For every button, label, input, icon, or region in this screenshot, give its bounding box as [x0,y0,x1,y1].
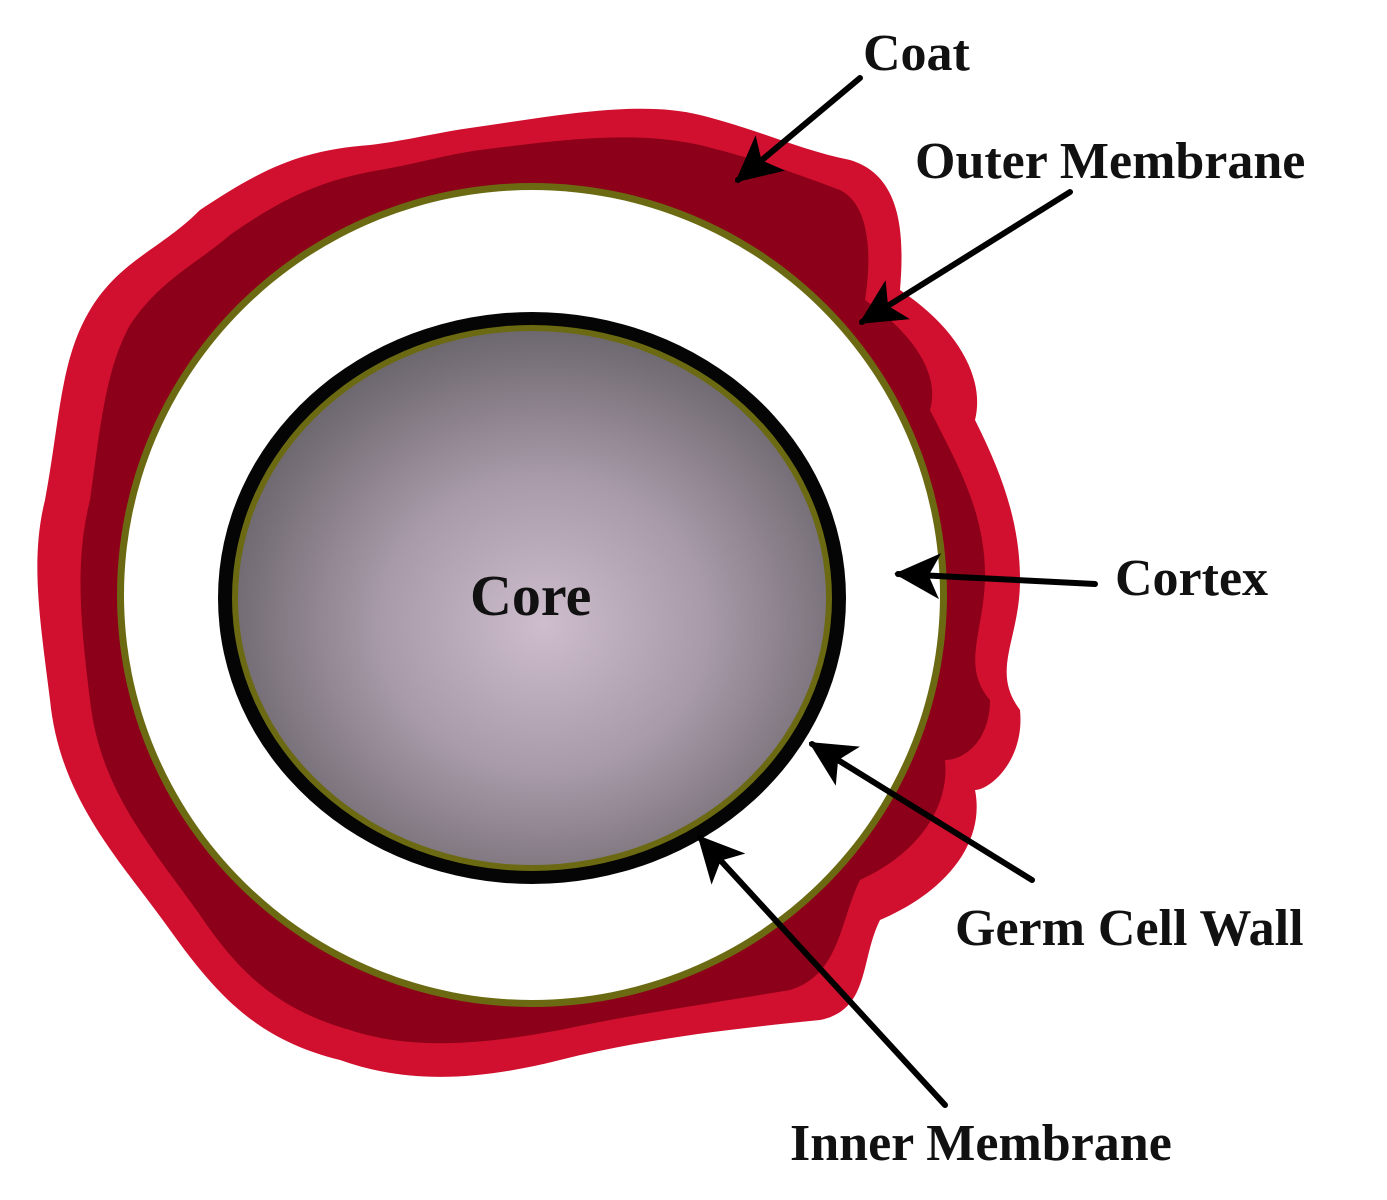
germ-cell-wall-arrow [808,741,1035,883]
core [238,331,826,865]
label-germ-cell-wall: Germ Cell Wall [955,900,1304,957]
label-core: Core [470,563,591,628]
label-cortex: Cortex [1115,550,1268,607]
cortex-arrow [894,553,1098,600]
label-outer-membrane: Outer Membrane [915,133,1305,190]
coat-arrow [735,75,863,183]
outer-membrane-arrow [858,189,1073,325]
label-coat: Coat [863,25,971,82]
inner-membrane-arrow [697,835,948,1108]
label-inner-membrane: Inner Membrane [790,1115,1172,1172]
